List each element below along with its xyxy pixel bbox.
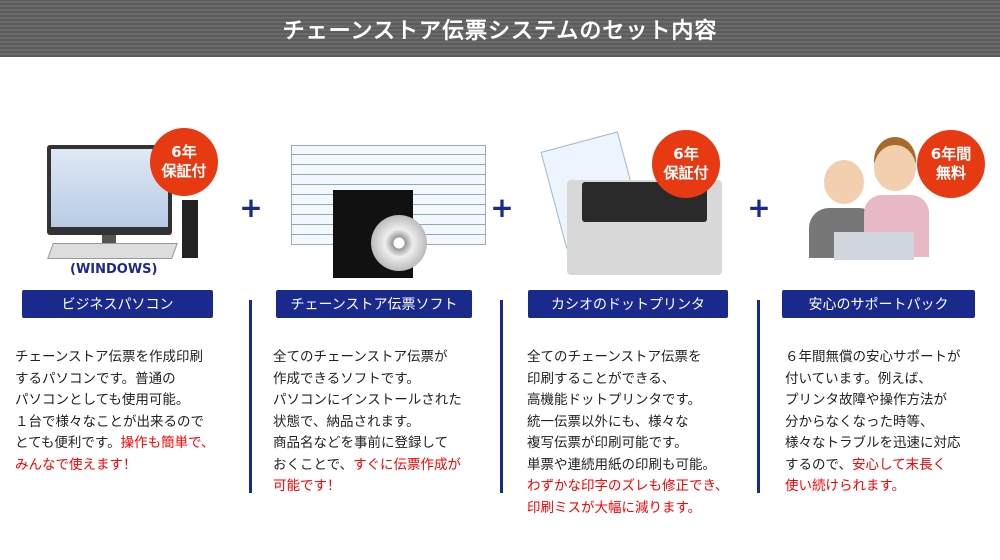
warranty-badge: 6年保証付 xyxy=(652,130,720,198)
label-printer: カシオのドットプリンタ xyxy=(528,290,728,318)
software-image xyxy=(271,120,486,278)
divider xyxy=(500,300,503,493)
badge-line: 6年 xyxy=(673,145,699,163)
desc-text: 全てのチェーンストア伝票が 作成できるソフトです。 パソコンにインストールされた… xyxy=(273,349,462,473)
label-software: チェーンストア伝票ソフト xyxy=(276,290,472,318)
desc-highlight: すぐに伝票作成が 可能です！ xyxy=(273,456,462,495)
divider xyxy=(757,300,760,493)
page-title: チェーンストア伝票システムのセット内容 xyxy=(282,18,718,44)
plus-icon: + xyxy=(239,191,263,224)
badge-line: 6年 xyxy=(171,143,197,161)
free-badge: 6年間無料 xyxy=(917,130,985,198)
desc-highlight: 安心して末長く 使い続けられます。 xyxy=(785,456,947,495)
description: 全てのチェーンストア伝票が 作成できるソフトです。 パソコンにインストールされた… xyxy=(273,347,462,498)
desc-highlight: 操作も簡単で、 みんなで使えます！ xyxy=(15,435,215,473)
label-business-pc: ビジネスパソコン xyxy=(22,290,213,318)
windows-caption: (WINDOWS) xyxy=(70,262,158,277)
desc-text: ６年間無償の安心サポートが 付いています。例えば、 プリンタ故障や操作方法が 分… xyxy=(785,349,961,473)
item-support: 6年間無料 安心のサポートパック ６年間無償の安心サポートが 付いています。例え… xyxy=(759,0,1000,560)
label-support: 安心のサポートパック xyxy=(782,290,975,318)
description: ６年間無償の安心サポートが 付いています。例えば、 プリンタ故障や操作方法が 分… xyxy=(785,347,961,498)
divider xyxy=(249,300,252,493)
desc-text: チェーンストア伝票を作成印刷 するパソコンです。普通の パソコンとしても使用可能… xyxy=(15,349,204,451)
desc-highlight: わずかな印字のズレも修正でき、 印刷ミスが大幅に減ります。 xyxy=(527,478,729,516)
badge-line: 無料 xyxy=(935,164,966,182)
description: 全てのチェーンストア伝票を 印刷することができる、 高機能ドットプリンタです。 … xyxy=(527,347,729,519)
item-printer: 6年保証付 カシオのドットプリンタ 全てのチェーンストア伝票を 印刷することがで… xyxy=(502,0,752,560)
item-business-pc: 6年保証付 (WINDOWS) ビジネスパソコン チェーンストア伝票を作成印刷 … xyxy=(0,0,250,560)
badge-line: 保証付 xyxy=(161,162,207,180)
support-staff-image xyxy=(779,120,989,270)
pc-image xyxy=(20,120,230,270)
plus-icon: + xyxy=(490,191,514,224)
plus-icon: + xyxy=(747,191,771,224)
description: チェーンストア伝票を作成印刷 するパソコンです。普通の パソコンとしても使用可能… xyxy=(15,347,215,476)
page-header: チェーンストア伝票システムのセット内容 xyxy=(0,0,1000,57)
badge-line: 保証付 xyxy=(663,164,709,182)
desc-text: 全てのチェーンストア伝票を 印刷することができる、 高機能ドットプリンタです。 … xyxy=(527,349,716,473)
printer-image xyxy=(522,120,732,275)
item-software: チェーンストア伝票ソフト 全てのチェーンストア伝票が 作成できるソフトです。 パ… xyxy=(251,0,501,560)
badge-line: 6年間 xyxy=(930,145,972,163)
warranty-badge: 6年保証付 xyxy=(150,128,218,196)
